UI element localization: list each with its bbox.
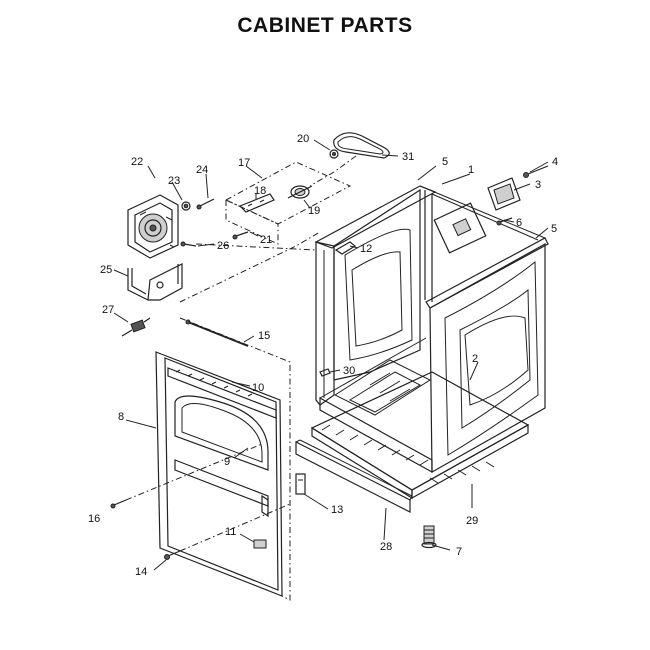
callout-16: 16	[88, 513, 100, 525]
callout-14: 14	[135, 566, 147, 578]
part-16-screw	[110, 499, 127, 509]
callout-12: 12	[360, 243, 372, 255]
callout-29: 29	[466, 515, 478, 527]
callout-26: 26	[217, 240, 229, 252]
callout-31: 31	[402, 151, 414, 163]
callout-2: 2	[472, 353, 478, 365]
callout-10: 10	[252, 382, 264, 394]
callout-24: 24	[196, 164, 208, 176]
part-4-screw	[523, 165, 549, 178]
callout-5b: 5	[551, 223, 557, 235]
callout-3: 3	[535, 179, 541, 191]
callout-23: 23	[168, 175, 180, 187]
leader-lines	[113, 139, 549, 571]
part-24-screw	[196, 198, 215, 210]
part-25-motor-bracket	[127, 263, 183, 301]
callout-15: 15	[258, 330, 270, 342]
part-15-rod	[185, 319, 249, 347]
callout-25: 25	[100, 264, 112, 276]
callout-28: 28	[380, 541, 392, 553]
part-26-screw	[180, 241, 197, 247]
callout-17: 17	[238, 157, 250, 169]
part-3-bracket	[487, 177, 521, 211]
part-27-thermostat	[121, 317, 151, 337]
callout-11: 11	[225, 526, 236, 538]
part-21-screw	[232, 231, 249, 240]
callout-21: 21	[260, 234, 272, 246]
callout-20: 20	[297, 133, 309, 145]
part-13-clip	[295, 473, 306, 495]
diagram-title: CABINET PARTS	[237, 14, 413, 37]
callout-7: 7	[456, 546, 462, 558]
callout-18: 18	[254, 185, 266, 197]
callout-27: 27	[102, 304, 114, 316]
part-19-bearing	[287, 185, 313, 199]
part-28-toe-panel	[295, 439, 413, 513]
callout-9: 9	[224, 456, 230, 468]
callout-labels: 1 2 3 4 5 5 6 7 8 9 10 11 12 13 14 15 16…	[88, 133, 558, 578]
callout-5a: 5	[442, 156, 448, 168]
callout-13: 13	[331, 504, 343, 516]
part-23-nut	[181, 201, 191, 211]
callout-1: 1	[468, 164, 474, 176]
part-31-belt-gasket	[333, 132, 390, 159]
callout-19: 19	[308, 205, 320, 217]
part-18-bracket	[238, 193, 275, 213]
callout-30: 30	[343, 365, 355, 377]
part-14-screw	[164, 550, 181, 560]
callout-22: 22	[131, 156, 143, 168]
callout-6: 6	[516, 217, 522, 229]
callout-8: 8	[118, 411, 124, 423]
part-22-blower-housing	[127, 194, 179, 259]
part-7-leveling-leg	[421, 525, 437, 549]
cabinet	[310, 185, 549, 500]
callout-4: 4	[552, 156, 558, 168]
part-20-washer	[329, 149, 339, 159]
